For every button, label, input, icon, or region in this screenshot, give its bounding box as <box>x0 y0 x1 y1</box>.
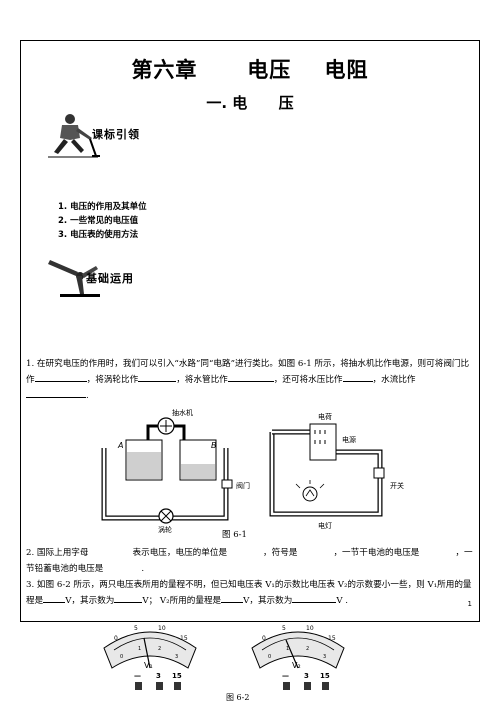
question-text: ，还可将水压比作 <box>273 375 343 385</box>
question-text: ，符号是 <box>263 548 298 558</box>
question-text: ，水流比作 <box>372 375 416 385</box>
question-1: 1. 在研究电压的作用时，我们可以引入“水路”同“电路”进行类比。如图 6-1 … <box>26 356 474 404</box>
power-source-icon <box>309 423 337 461</box>
answer-blank[interactable] <box>342 372 373 382</box>
tick-label: 1 <box>286 646 289 652</box>
water-circuit-diagram: 抽水机 A B 阀门 涡轮 <box>101 408 250 534</box>
tick-label: 15 <box>180 635 188 642</box>
answer-blank[interactable] <box>43 593 66 603</box>
terminal-label: 3 <box>156 672 161 680</box>
tick-label: 2 <box>158 646 161 652</box>
question-text: V； V₂所用的量程是 <box>142 596 222 606</box>
switch-icon <box>373 467 385 479</box>
tick-label: 2 <box>306 646 309 652</box>
needle <box>143 637 151 669</box>
terminal-icon <box>135 682 142 690</box>
question-text: 1. 在研究电压的作用时，我们可以引入“水路”同“电路”进行类比。如图 6-1 … <box>26 359 470 385</box>
tick-label: 0 <box>268 654 271 660</box>
banner-curriculum-guide: 课标引领 <box>92 128 140 141</box>
question-text: 表示电压，电压的单位是 <box>132 548 228 558</box>
needle <box>285 639 299 669</box>
objective-item: 2. 一些常见的电压值 <box>58 216 139 226</box>
question-text: V，其示数为 <box>243 596 293 606</box>
voltmeter-2: 0 5 10 15 0 1 2 3 V₂ — 3 15 <box>251 625 345 690</box>
figure-6-2-caption: 图 6-2 <box>226 693 250 702</box>
question-text: V，其示数为 <box>65 596 115 606</box>
tick-label: 15 <box>328 635 336 642</box>
answer-blank[interactable] <box>34 372 87 382</box>
terminal-icon <box>322 682 329 690</box>
terminal-label: 15 <box>172 672 182 680</box>
electric-circuit-diagram: 电荷 电源 开关 电灯 <box>269 412 404 530</box>
meter-label: V₂ <box>292 661 301 670</box>
label-pump: 抽水机 <box>172 408 193 417</box>
objectives-list: 1. 电压的作用及其单位 2. 一些常见的电压值 3. 电压表的使用方法 <box>58 200 147 242</box>
tick-label: 0 <box>262 635 266 642</box>
figure-6-1-caption: 图 6-1 <box>222 530 247 540</box>
valve-icon <box>221 479 233 489</box>
terminal-icon <box>156 682 163 690</box>
voltmeter-1: 0 5 10 15 0 1 2 3 V₁ — 3 15 <box>103 625 197 690</box>
label-a: A <box>117 441 123 450</box>
terminal-label: 3 <box>304 672 309 680</box>
hockey-player-icon <box>48 114 100 158</box>
answer-blank[interactable] <box>26 388 86 398</box>
answer-blank[interactable] <box>138 372 177 382</box>
label-lamp: 电灯 <box>318 521 332 530</box>
figure-6-1: 抽水机 A B 阀门 涡轮 电荷 电源 开关 电灯 <box>101 408 404 534</box>
page-frame <box>20 40 480 622</box>
label-b: B <box>211 441 217 450</box>
lamp-icon <box>302 486 318 502</box>
answer-blank[interactable] <box>221 593 244 603</box>
tick-label: 3 <box>175 654 178 660</box>
terminal-icon <box>283 682 290 690</box>
label-turbine: 涡轮 <box>158 525 172 534</box>
tick-label: 0 <box>114 635 118 642</box>
terminal-icon <box>174 682 181 690</box>
question-text: 2. 国际上用字母 <box>26 548 89 558</box>
label-switch: 开关 <box>390 481 404 490</box>
tick-label: 5 <box>134 625 138 632</box>
label-valve: 阀门 <box>236 481 250 490</box>
question-text: ，将水管比作 <box>176 375 228 385</box>
answer-blank[interactable] <box>227 372 274 382</box>
tick-label: 5 <box>282 625 286 632</box>
objective-item: 3. 电压表的使用方法 <box>58 230 139 240</box>
question-text: ，一节干电池的电压是 <box>333 548 420 558</box>
page-number: 1 <box>467 600 472 608</box>
question-2: 2. 国际上用字母 表示电压，电压的单位是 ，符号是 ，一节干电池的电压是，一节铅蓄电… <box>26 545 474 577</box>
tick-label: 0 <box>120 654 123 660</box>
terminal-label: — <box>134 672 141 680</box>
terminal-label: 15 <box>320 672 330 680</box>
label-charge: 电荷 <box>318 412 332 421</box>
meter-label: V₁ <box>144 661 153 670</box>
tick-label: 10 <box>158 625 166 632</box>
question-text: 3. 如图 6-2 所示，两只电压表所用的量程不明，但已知电压表 V₁的示数比电… <box>26 580 472 606</box>
gymnast-icon <box>48 260 100 297</box>
question-text: ，一节铅蓄电池的电压是 <box>26 548 473 574</box>
question-text: V . <box>336 596 348 606</box>
answer-blank[interactable] <box>114 593 143 603</box>
tick-label: 3 <box>323 654 326 660</box>
question-3: 3. 如图 6-2 所示，两只电压表所用的量程不明，但已知电压表 V₁的示数比电… <box>26 577 474 609</box>
question-text: ，将涡轮比作 <box>86 375 139 385</box>
chapter-title: 第六章 电压 电阻 <box>131 58 369 82</box>
section-title: 一. 电 压 <box>206 94 294 112</box>
label-source: 电源 <box>342 435 356 444</box>
question-text: . <box>86 391 89 401</box>
tick-label: 10 <box>306 625 314 632</box>
tick-label: 1 <box>138 646 141 652</box>
terminal-icon <box>304 682 311 690</box>
figure-6-2: 0 5 10 15 0 1 2 3 V₁ — 3 15 0 5 10 15 0 … <box>103 625 345 690</box>
banner-basic-application: 基础运用 <box>86 272 134 285</box>
answer-blank[interactable] <box>292 593 337 603</box>
question-text: . <box>141 564 145 574</box>
terminal-label: — <box>282 672 289 680</box>
objective-item: 1. 电压的作用及其单位 <box>58 202 147 212</box>
